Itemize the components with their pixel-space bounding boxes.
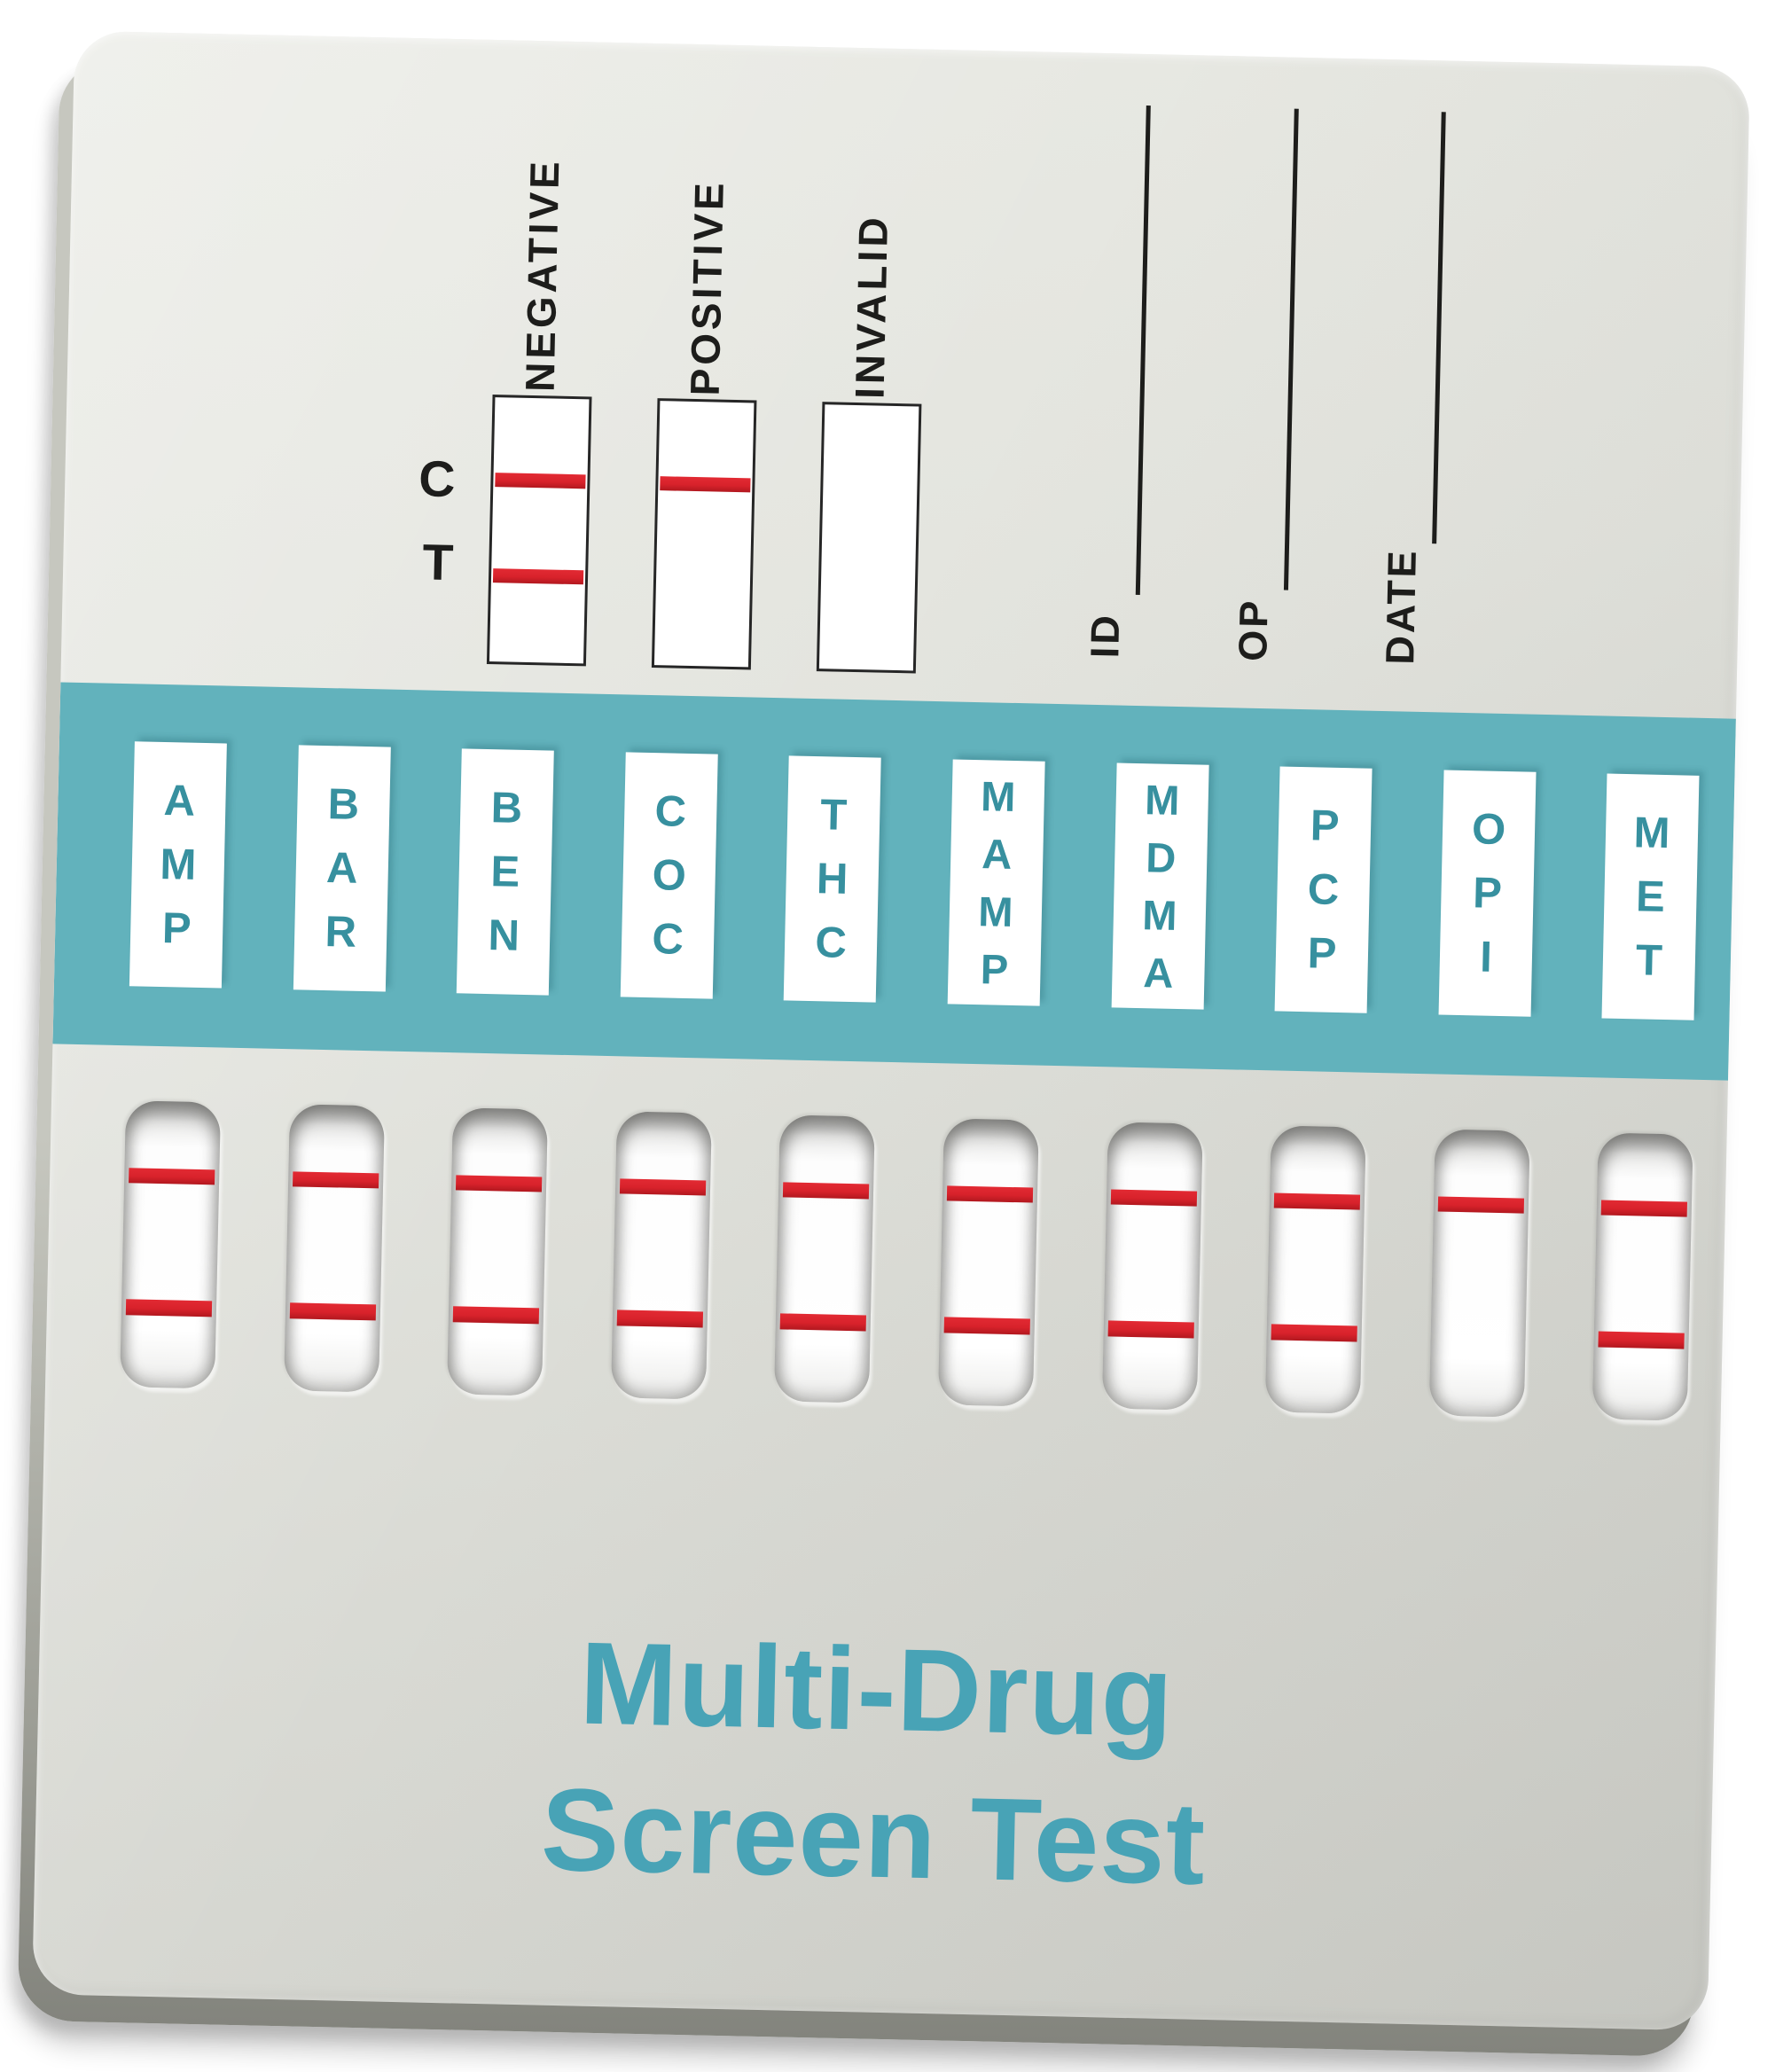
legend-negative-control-line (495, 473, 586, 489)
window-mamp-test-line (943, 1317, 1030, 1335)
legend-strip-positive (651, 398, 757, 670)
result-window-opi (1428, 1129, 1530, 1418)
legend-label-text-positive: POSITIVE (681, 178, 732, 396)
drug-label-text-amp: AMP (152, 776, 205, 969)
result-window-coc (610, 1111, 712, 1400)
result-legend: NEGATIVE POSITIVE INVALID (74, 31, 1750, 674)
drug-label-box-mdma: MDMA (1111, 762, 1209, 1010)
window-ben-control-line (455, 1175, 543, 1192)
window-thc-test-line (779, 1313, 866, 1332)
result-window-met (1592, 1132, 1693, 1421)
legend-label-text-invalid: INVALID (846, 214, 897, 400)
drug-label-box-coc: COC (620, 752, 718, 999)
legend-positive-control-line (660, 476, 751, 493)
field-date-line (1432, 112, 1446, 544)
test-cassette: NEGATIVE POSITIVE INVALID C T ID OP DATE AMP… (17, 30, 1750, 2057)
drug-label-text-met: MET (1623, 809, 1677, 1002)
result-window-pcp (1264, 1125, 1366, 1414)
drug-label-text-mdma: MDMA (1134, 776, 1186, 1008)
window-met-test-line (1598, 1331, 1685, 1349)
field-op-label-text: OP (1230, 598, 1277, 662)
legend-label-text-negative: NEGATIVE (516, 157, 568, 393)
drug-label-text-pcp: PCP (1297, 801, 1349, 995)
window-opi-control-line (1437, 1196, 1525, 1214)
result-window-amp (120, 1100, 222, 1389)
field-op-label: OP (1225, 590, 1282, 661)
control-marker-label: C (418, 450, 457, 509)
drug-label-box-opi: OPI (1438, 770, 1537, 1017)
drug-label-text-ben: BEN (479, 783, 531, 977)
result-window-bar (283, 1104, 386, 1393)
drug-band: AMP BAR BEN COC THC MAMP MDMA PCP OPI MET (52, 682, 1736, 1081)
window-mdma-control-line (1110, 1189, 1198, 1207)
drug-label-box-bar: BAR (293, 745, 391, 992)
field-date-label-text: DATE (1377, 547, 1426, 665)
write-in-fields: ID OP DATE (74, 31, 1750, 665)
drug-label-text-coc: COC (643, 786, 695, 981)
legend-strip-negative (486, 395, 592, 667)
field-id-label-text: ID (1082, 612, 1129, 659)
product-title: Multi-Drug Screen Test (35, 1598, 1717, 1928)
cassette-face: NEGATIVE POSITIVE INVALID C T ID OP DATE AMP… (32, 30, 1750, 2031)
legend-label-invalid: INVALID (843, 99, 903, 400)
field-date-label: DATE (1373, 540, 1430, 665)
drug-label-box-met: MET (1601, 773, 1700, 1020)
result-windows (74, 31, 1750, 1421)
result-window-thc (773, 1114, 875, 1403)
window-bar-control-line (293, 1171, 379, 1189)
field-op-line (1283, 108, 1299, 590)
result-window-mdma (1101, 1122, 1203, 1411)
window-bar-test-line (289, 1302, 377, 1321)
drug-label-box-mamp: MAMP (947, 759, 1045, 1006)
field-id-label: ID (1077, 599, 1133, 659)
window-pcp-control-line (1273, 1192, 1361, 1210)
window-pcp-test-line (1271, 1324, 1357, 1342)
drug-label-box-amp: AMP (129, 741, 227, 989)
drug-label-box-thc: THC (783, 755, 881, 1003)
window-thc-control-line (782, 1182, 870, 1200)
drug-label-text-mamp: MAMP (970, 772, 1022, 1005)
legend-label-negative: NEGATIVE (513, 92, 573, 393)
window-coc-control-line (619, 1178, 707, 1196)
result-window-mamp (937, 1118, 1039, 1407)
legend-strip-invalid (816, 402, 922, 674)
window-mdma-test-line (1107, 1320, 1194, 1339)
result-window-ben (446, 1107, 548, 1396)
field-id-line (1135, 106, 1151, 596)
drug-label-text-opi: OPI (1460, 805, 1513, 998)
test-marker-label: T (421, 534, 455, 592)
window-amp-control-line (129, 1168, 215, 1185)
drug-label-text-thc: THC (806, 790, 858, 984)
window-mamp-control-line (946, 1185, 1034, 1203)
window-ben-test-line (452, 1306, 540, 1325)
legend-negative-test-line (492, 568, 584, 585)
drug-label-text-bar: BAR (316, 779, 368, 973)
legend-label-positive: POSITIVE (678, 96, 738, 396)
window-coc-test-line (616, 1310, 704, 1328)
window-met-control-line (1600, 1200, 1688, 1217)
drug-label-box-pcp: PCP (1274, 766, 1373, 1013)
window-amp-test-line (125, 1299, 213, 1317)
drug-label-box-ben: BEN (456, 748, 554, 996)
